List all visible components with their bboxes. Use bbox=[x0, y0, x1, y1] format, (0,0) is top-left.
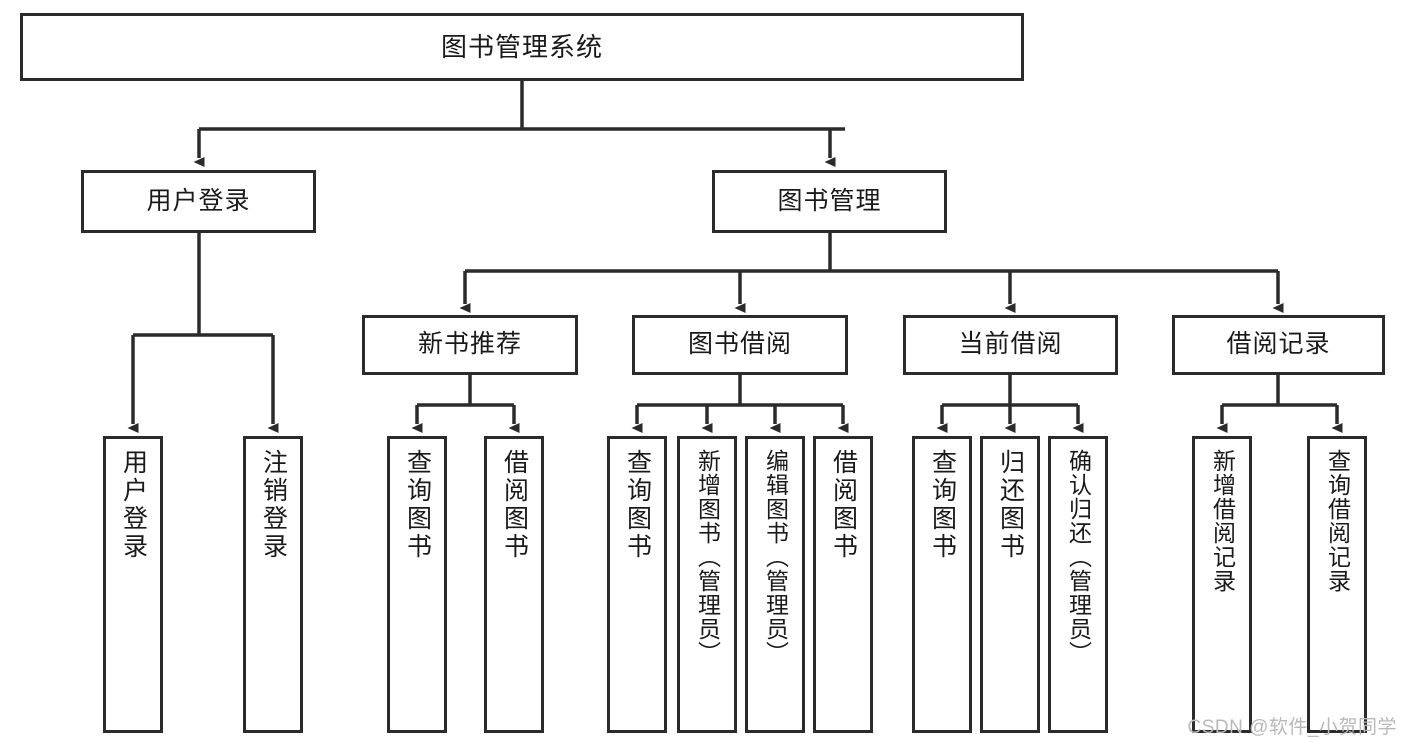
node-label: 借阅图书 bbox=[500, 449, 529, 561]
node-user-login[interactable]: 用户登录 bbox=[81, 170, 316, 233]
node-leaf-query-book-recommend[interactable]: 查询图书 bbox=[387, 436, 447, 733]
node-leaf-borrow-book-recommend[interactable]: 借阅图书 bbox=[484, 436, 544, 733]
node-label: 借阅图书 bbox=[829, 449, 858, 561]
node-label: 查询图书 bbox=[623, 449, 652, 561]
node-leaf-return-book[interactable]: 归还图书 bbox=[980, 436, 1040, 733]
node-leaf-query-book-borrow[interactable]: 查询图书 bbox=[607, 436, 667, 733]
node-label: 用户登录 bbox=[119, 449, 148, 561]
node-label: 图书借阅 bbox=[687, 330, 792, 359]
node-root-book-management-system[interactable]: 图书管理系统 bbox=[20, 13, 1024, 81]
node-label: 新书推荐 bbox=[417, 330, 522, 359]
node-label: 新增图书（管理员） bbox=[694, 449, 721, 665]
node-leaf-add-borrow-record[interactable]: 新增借阅记录 bbox=[1192, 436, 1252, 733]
node-label: 编辑图书（管理员） bbox=[762, 449, 789, 665]
node-label: 注销登录 bbox=[259, 449, 288, 561]
node-label: 用户登录 bbox=[146, 186, 251, 215]
node-label: 查询图书 bbox=[928, 449, 957, 561]
node-borrow-record[interactable]: 借阅记录 bbox=[1172, 315, 1385, 375]
node-new-book-recommend[interactable]: 新书推荐 bbox=[362, 315, 578, 375]
node-label: 新增借阅记录 bbox=[1209, 449, 1236, 593]
node-leaf-query-borrow-record[interactable]: 查询借阅记录 bbox=[1307, 436, 1367, 733]
node-label: 借阅记录 bbox=[1226, 330, 1331, 359]
node-label: 确认归还（管理员） bbox=[1065, 449, 1092, 665]
node-leaf-user-login[interactable]: 用户登录 bbox=[103, 436, 163, 733]
node-leaf-query-book-current[interactable]: 查询图书 bbox=[912, 436, 972, 733]
node-leaf-edit-book-admin[interactable]: 编辑图书（管理员） bbox=[745, 436, 805, 733]
node-leaf-add-book-admin[interactable]: 新增图书（管理员） bbox=[677, 436, 737, 733]
node-label: 图书管理系统 bbox=[440, 31, 603, 62]
node-leaf-logout[interactable]: 注销登录 bbox=[243, 436, 303, 733]
node-label: 归还图书 bbox=[996, 449, 1025, 561]
node-book-borrow[interactable]: 图书借阅 bbox=[632, 315, 848, 375]
node-label: 当前借阅 bbox=[958, 330, 1063, 359]
node-leaf-confirm-return-admin[interactable]: 确认归还（管理员） bbox=[1048, 436, 1108, 733]
node-leaf-borrow-book[interactable]: 借阅图书 bbox=[813, 436, 873, 733]
node-label: 查询图书 bbox=[403, 449, 432, 561]
node-label: 查询借阅记录 bbox=[1324, 449, 1351, 593]
node-book-management[interactable]: 图书管理 bbox=[712, 170, 947, 233]
node-label: 图书管理 bbox=[777, 186, 882, 215]
node-current-borrow[interactable]: 当前借阅 bbox=[903, 315, 1118, 375]
watermark-text: CSDN @软件_小贺同学 bbox=[1187, 717, 1397, 738]
